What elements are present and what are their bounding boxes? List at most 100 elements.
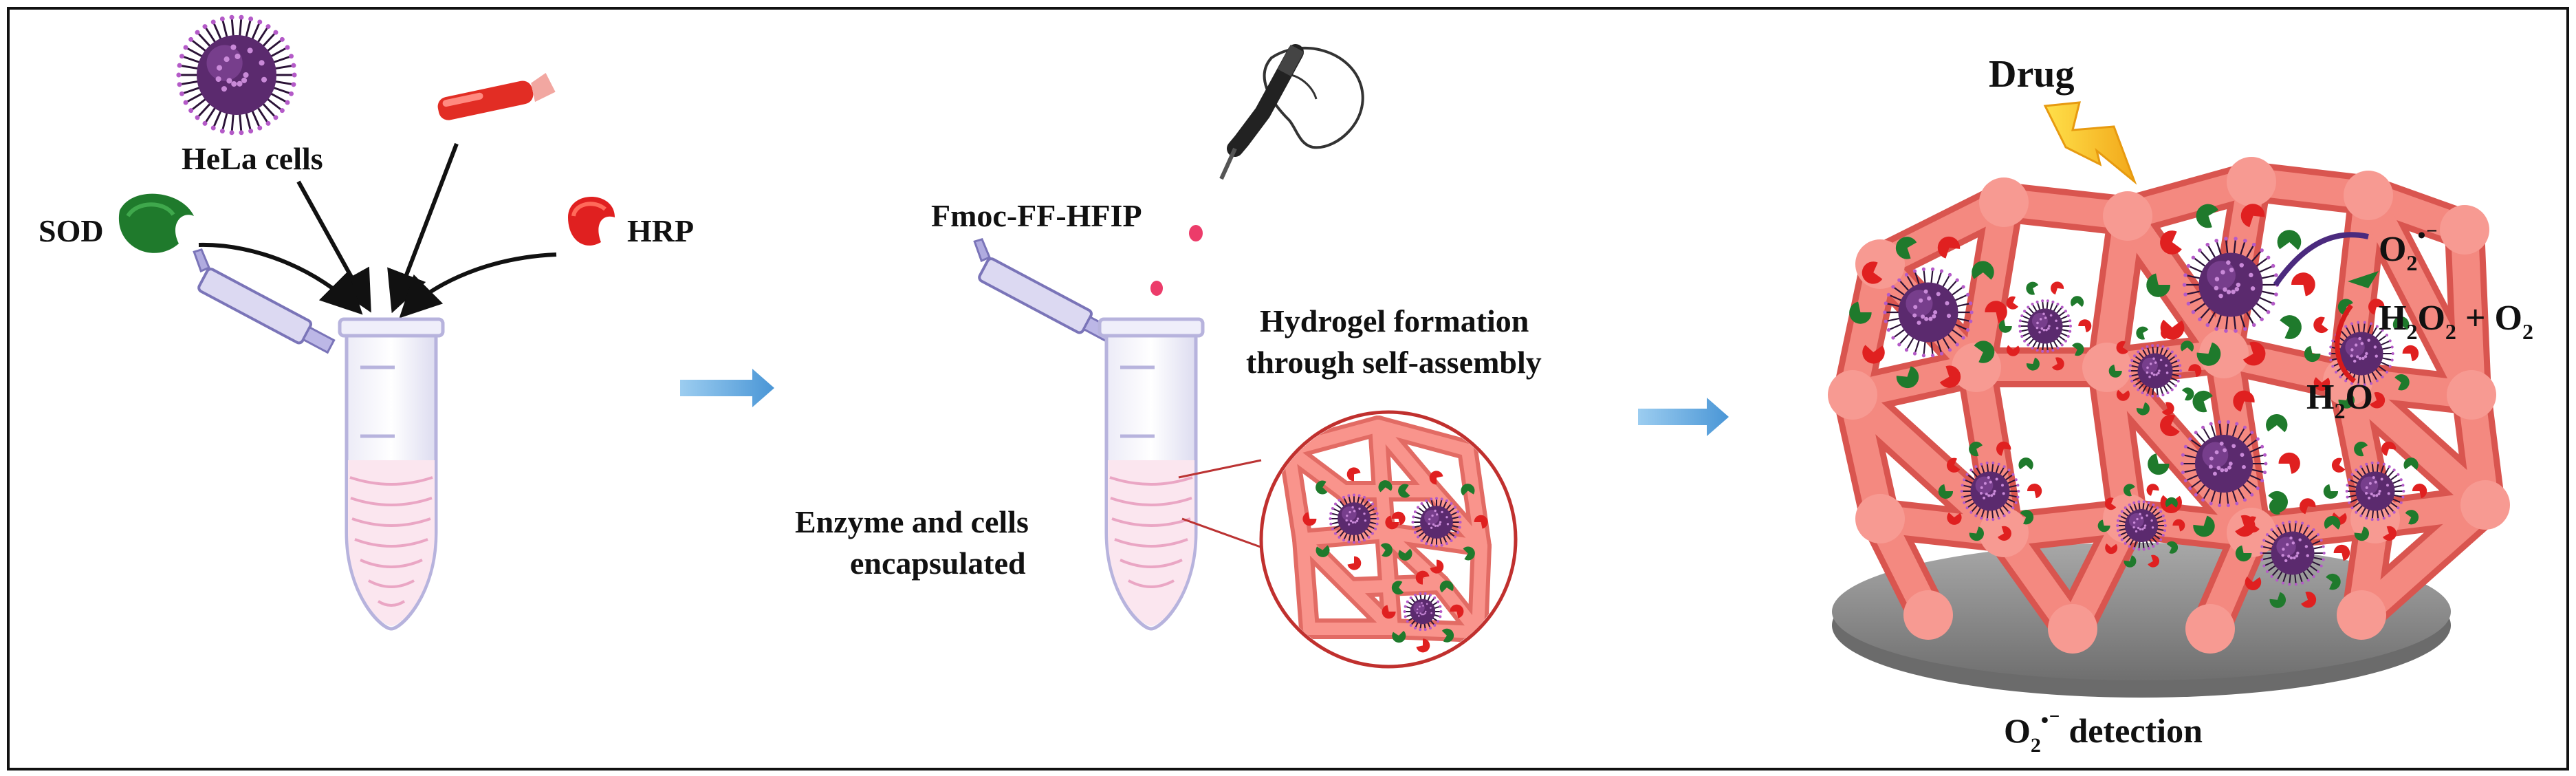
sod-enzyme	[2392, 316, 2410, 330]
enzyme-label-line2: encapsulated	[850, 546, 1026, 581]
hrp-enzyme	[2104, 497, 2117, 510]
encapsulated-cell	[2180, 420, 2268, 508]
sod-enzyme	[1316, 545, 1330, 557]
encapsulated-cell	[1329, 493, 1379, 544]
fmoc-label: Fmoc-FF-HFIP	[931, 198, 1142, 233]
hrp-enzyme	[1382, 605, 1396, 619]
sod-enzyme	[1378, 480, 1393, 493]
hrp-enzyme	[2172, 519, 2185, 532]
hrp-enzyme	[1416, 638, 1430, 653]
sod-enzyme	[1392, 630, 1406, 643]
encapsulated-cell	[2128, 344, 2182, 398]
hrp-enzyme	[1947, 513, 1962, 525]
hrp-enzyme	[2051, 281, 2064, 295]
sensor-plate	[1832, 543, 2451, 698]
sod-enzyme	[1398, 548, 1412, 561]
sod-enzyme	[2269, 592, 2286, 608]
sod-enzyme	[1895, 237, 1917, 259]
encapsulated-cell	[2260, 520, 2326, 586]
sod-enzyme	[2394, 374, 2410, 391]
sod-enzyme	[1969, 526, 1984, 541]
arrow-sod	[198, 242, 363, 315]
hrp-enzyme	[1937, 236, 1961, 259]
hela-cell-icon	[176, 14, 297, 136]
reaction-arrows	[2273, 232, 2379, 383]
hrp-enzyme	[1429, 471, 1443, 485]
hrp-enzyme	[1474, 515, 1488, 529]
sod-enzyme	[1998, 319, 2012, 333]
encapsulated-cell	[2182, 237, 2280, 333]
hrp-enzyme	[1415, 570, 1430, 585]
hrp-enzyme	[2331, 457, 2346, 473]
hrp-enzyme	[2188, 364, 2202, 378]
sod-label: SOD	[39, 213, 104, 248]
hrp-enzyme	[2146, 484, 2159, 496]
panel-preparation: HeLa cells SOD HRP	[39, 14, 694, 631]
sod-enzyme	[2193, 515, 2215, 537]
hrp-enzyme	[1939, 365, 1961, 388]
hrp-enzyme	[1985, 301, 2007, 323]
hrp-enzyme	[1346, 467, 1361, 482]
encapsulated-cell	[1403, 592, 1443, 632]
gloved-hand-pipette-icon	[1219, 44, 1364, 180]
hrp-enzyme	[2370, 392, 2386, 409]
hrp-enzyme	[2291, 272, 2315, 297]
sod-enzyme	[1461, 484, 1475, 496]
hrp-enzyme	[2412, 484, 2427, 499]
sod-enzyme	[1398, 484, 1410, 498]
hrp-enzyme	[2078, 319, 2092, 333]
process-arrow-1	[680, 369, 774, 407]
sod-enzyme	[2166, 541, 2179, 554]
sod-enzyme	[1896, 366, 1919, 389]
sod-enzyme	[2326, 573, 2341, 590]
sod-enzyme	[2020, 510, 2034, 525]
hrp-enzyme	[2240, 204, 2265, 228]
encapsulated-cell	[1883, 267, 1974, 358]
sod-enzyme	[1974, 341, 1995, 363]
hrp-enzyme	[2160, 414, 2180, 437]
hrp-enzyme	[2051, 357, 2064, 371]
encapsulated-cell	[1960, 461, 2020, 521]
hrp-enzyme	[2245, 516, 2260, 533]
hrp-enzyme	[2242, 341, 2266, 366]
hrp-enzyme	[2368, 299, 2385, 315]
sod-enzyme	[2354, 442, 2368, 457]
hrp-enzyme	[2148, 554, 2160, 568]
sod-enzyme	[2405, 510, 2419, 525]
hrp-enzyme	[2333, 544, 2350, 561]
sod-enzyme	[2108, 364, 2122, 378]
sod-enzyme	[2277, 230, 2302, 250]
hrp-enzyme	[2300, 498, 2316, 515]
sod-enzyme	[2280, 315, 2302, 339]
hrp-enzyme	[1996, 441, 2011, 456]
lightning-bolt-icon	[2043, 101, 2137, 185]
hrp-enzyme	[2402, 345, 2419, 362]
sod-enzyme	[2124, 555, 2137, 568]
pipette-icon-2	[973, 237, 1116, 344]
sod-enzyme	[2182, 387, 2194, 401]
droplet	[1150, 281, 1163, 296]
hrp-enzyme	[2160, 230, 2182, 255]
sod-enzyme	[2097, 519, 2110, 532]
sod-enzyme	[2337, 299, 2353, 315]
hrp-enzyme-icon	[568, 197, 615, 246]
hrp-enzyme	[1450, 604, 1464, 618]
hydrogel-3d-network	[1828, 157, 2510, 654]
hrp-label: HRP	[627, 213, 694, 248]
enzyme-label-line1: Enzyme and cells	[795, 504, 1029, 539]
hrp-enzyme	[2006, 296, 2018, 310]
hrp-enzyme	[1347, 556, 1362, 570]
hrp-enzyme	[1385, 515, 1399, 530]
hrp-enzyme	[2160, 495, 2182, 513]
figure-frame: HeLa cells SOD HRP	[7, 7, 2569, 770]
superoxide-arrow	[2273, 232, 2369, 287]
hrp-enzyme	[1430, 559, 1444, 574]
hrp-enzyme	[1946, 457, 1961, 473]
hrp-enzyme	[2161, 326, 2174, 340]
hrp-enzyme	[1302, 512, 1317, 526]
sod-enzyme	[1463, 546, 1475, 561]
tube-1	[338, 317, 445, 631]
hrp-enzyme	[2006, 345, 2020, 356]
arrow-hrp	[399, 252, 557, 319]
encapsulated-cell	[1411, 497, 1462, 548]
